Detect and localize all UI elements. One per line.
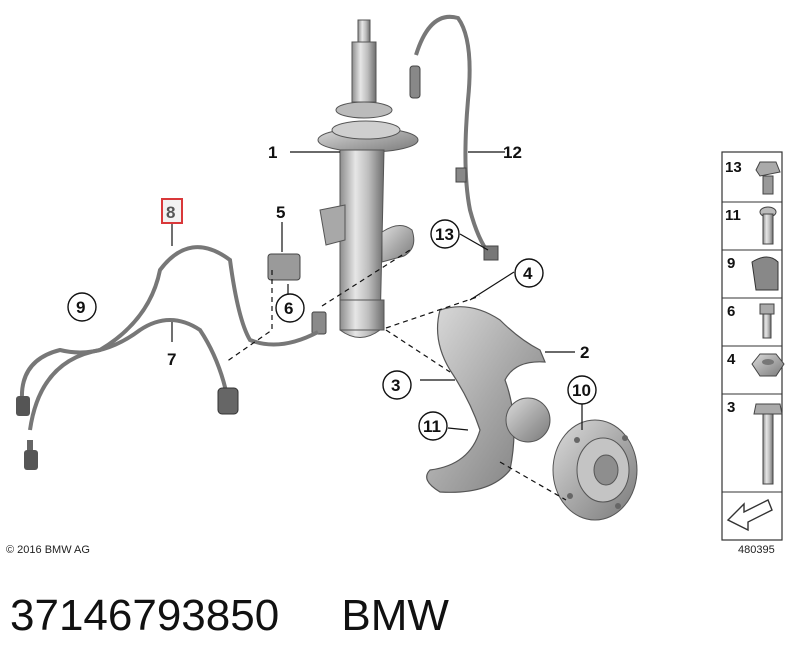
copyright-text: © 2016 BMW AG bbox=[6, 544, 90, 556]
parts-tray: 13 11 9 6 4 3 bbox=[721, 151, 785, 541]
bolt-11-icon bbox=[759, 206, 777, 245]
svg-text:11: 11 bbox=[423, 417, 441, 436]
hex-nut-4-icon bbox=[751, 353, 785, 377]
bracket-5 bbox=[267, 253, 301, 281]
svg-text:13: 13 bbox=[435, 225, 454, 244]
leader-lines bbox=[171, 151, 583, 501]
tray-label-9: 9 bbox=[727, 255, 735, 272]
arrow-return-icon[interactable] bbox=[726, 499, 773, 532]
callout-6[interactable]: 6 bbox=[275, 293, 305, 323]
svg-text:10: 10 bbox=[572, 381, 591, 400]
callout-4[interactable]: 4 bbox=[514, 258, 544, 288]
svg-text:6: 6 bbox=[284, 299, 293, 318]
tray-label-4: 4 bbox=[727, 351, 736, 368]
part-number: 37146793850 bbox=[10, 591, 280, 640]
callout-12[interactable]: 12 bbox=[503, 143, 522, 162]
svg-text:9: 9 bbox=[76, 298, 85, 317]
callout-7[interactable]: 7 bbox=[167, 350, 176, 369]
brand-name: BMW bbox=[341, 591, 449, 640]
sensor-cable-8 bbox=[24, 245, 319, 470]
diagram-number: 480395 bbox=[738, 544, 775, 556]
steering-knuckle bbox=[426, 306, 551, 493]
callout-1[interactable]: 1 bbox=[268, 143, 277, 162]
callout-5[interactable]: 5 bbox=[276, 203, 285, 222]
parts-diagram: 1 2 5 7 12 3 4 6 9 10 11 13 8 © 2016 BMW… bbox=[6, 14, 785, 556]
clip-9-icon bbox=[751, 256, 779, 291]
screw-6-icon bbox=[759, 303, 775, 339]
callout-13[interactable]: 13 bbox=[430, 219, 460, 249]
flange-nut-13-icon bbox=[755, 161, 781, 195]
tray-label-3: 3 bbox=[727, 399, 735, 416]
part-footer: 37146793850 BMW bbox=[10, 586, 790, 646]
tray-label-13: 13 bbox=[725, 159, 742, 176]
callout-9[interactable]: 9 bbox=[67, 292, 97, 322]
callout-10[interactable]: 10 bbox=[567, 375, 597, 405]
svg-text:3: 3 bbox=[391, 376, 400, 395]
tray-label-11: 11 bbox=[725, 207, 741, 224]
callout-8-selected[interactable]: 8 bbox=[161, 198, 183, 224]
svg-text:4: 4 bbox=[523, 264, 533, 283]
callout-11[interactable]: 11 bbox=[418, 411, 448, 441]
callout-2[interactable]: 2 bbox=[580, 343, 589, 362]
connector-6 bbox=[311, 311, 327, 335]
long-bolt-3-icon bbox=[753, 403, 783, 485]
wheel-speed-sensor-cable-12 bbox=[409, 14, 499, 261]
callout-3[interactable]: 3 bbox=[382, 370, 412, 400]
tray-label-6: 6 bbox=[727, 303, 735, 320]
sensor-cable-7 bbox=[16, 318, 239, 416]
wheel-hub-10 bbox=[552, 419, 638, 521]
shock-absorber bbox=[317, 19, 419, 338]
svg-text:8: 8 bbox=[166, 203, 175, 222]
